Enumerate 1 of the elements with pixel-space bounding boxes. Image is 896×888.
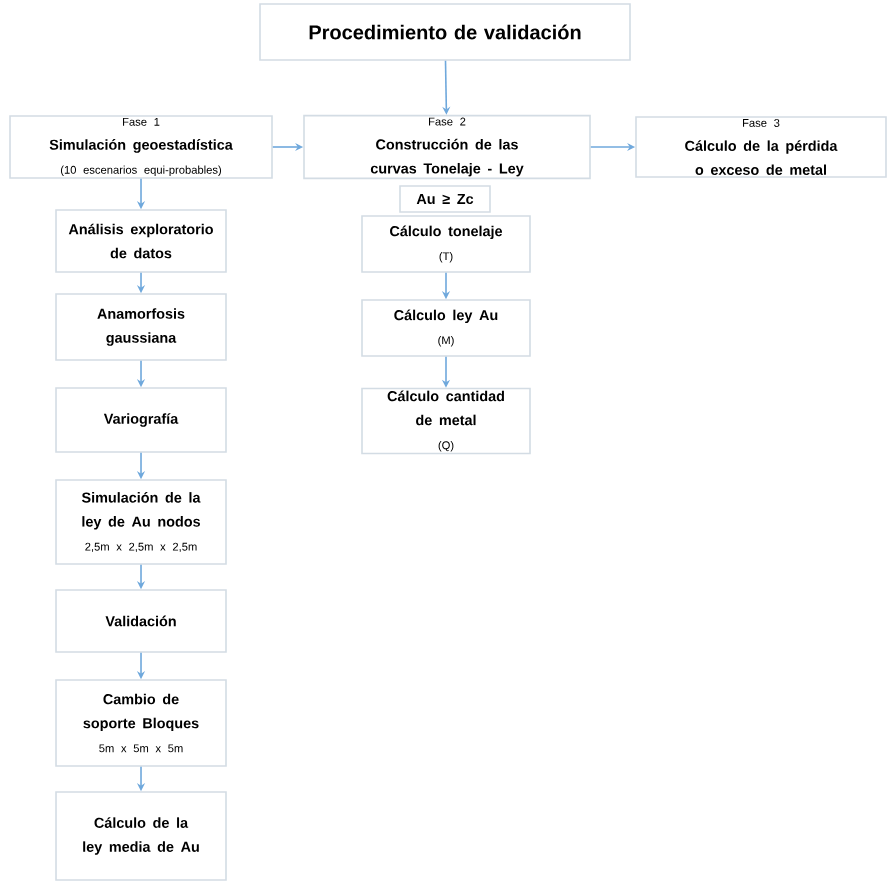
- title-box: Procedimiento de validación: [259, 3, 631, 61]
